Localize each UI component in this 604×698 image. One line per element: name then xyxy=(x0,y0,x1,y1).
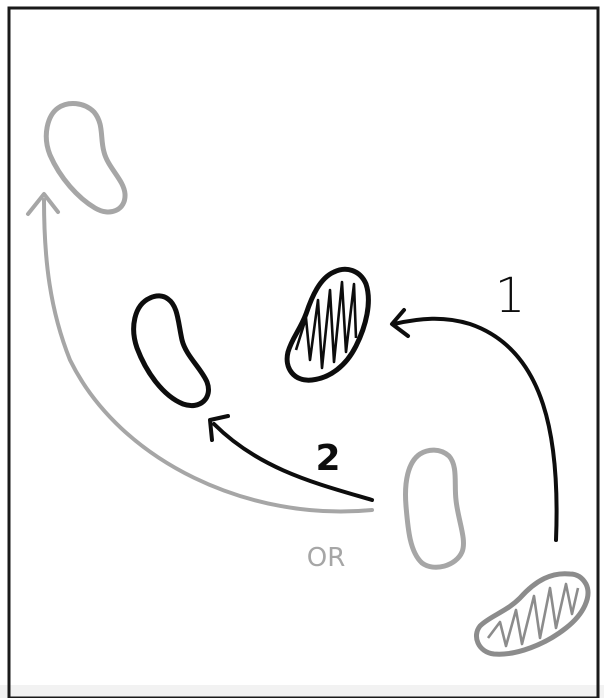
striped-shape-grey-bottom-right xyxy=(476,574,587,655)
bean-outline-black-middle xyxy=(134,296,209,406)
bottom-band xyxy=(0,685,604,698)
bean-outline-grey-top-left xyxy=(46,103,125,211)
label-step-two: 2 xyxy=(315,438,340,479)
arrow-2 xyxy=(210,416,372,500)
label-step-one: 1 xyxy=(495,268,526,324)
label-alternative: OR xyxy=(307,543,346,573)
arrow-1 xyxy=(392,310,557,540)
bean-outline-grey-lower-right xyxy=(406,450,464,567)
striped-shape-dark-center xyxy=(287,269,368,380)
